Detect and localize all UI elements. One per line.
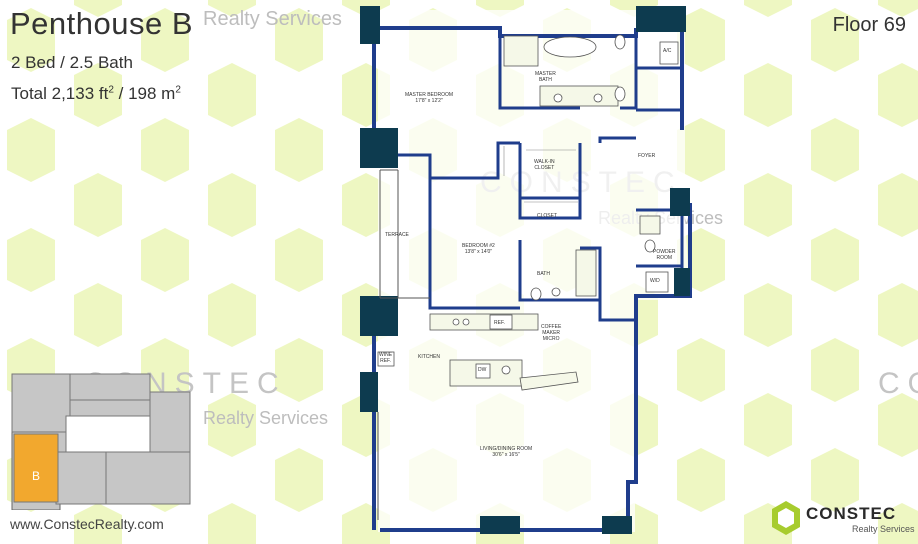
room-dims: 30'6" x 16'5" bbox=[492, 452, 520, 458]
room-label-foyer: FOYER bbox=[638, 153, 656, 159]
keyplan-unit-d bbox=[149, 391, 191, 453]
room-name: WINE bbox=[379, 352, 393, 358]
ac-unit bbox=[659, 41, 679, 65]
room-name: MAKER bbox=[542, 330, 561, 336]
room-name: POWDER bbox=[653, 249, 676, 255]
column bbox=[360, 128, 398, 168]
room-name: REF. bbox=[380, 358, 391, 364]
room-name: WALK-IN bbox=[534, 159, 555, 165]
watermark-brand: CONSTEC bbox=[878, 367, 918, 400]
sup-2: 2 bbox=[108, 84, 114, 96]
kitchen-counter bbox=[429, 313, 539, 331]
wall-bath-right bbox=[620, 36, 638, 110]
room-dims: 13'8" x 14'0" bbox=[464, 249, 493, 255]
room-label-kitchen: KITCHEN bbox=[418, 354, 440, 360]
washer-dryer bbox=[645, 271, 669, 293]
keyplan-unit-e bbox=[105, 451, 191, 505]
unit-title: Penthouse B bbox=[10, 6, 194, 41]
room-label-ac: A/C bbox=[663, 48, 672, 54]
column bbox=[674, 268, 690, 296]
room-name: BEDROOM #2 bbox=[462, 243, 495, 249]
room-name: CLOSET bbox=[534, 165, 555, 171]
keyplan-unit-a bbox=[11, 373, 71, 433]
room-label-dw: DW bbox=[478, 367, 487, 373]
toilet bbox=[530, 287, 542, 301]
toilet bbox=[644, 239, 656, 253]
column bbox=[360, 296, 398, 336]
total-area: Total 2,133 ft2 / 198 m2 bbox=[11, 84, 181, 104]
logo-hexagon-icon bbox=[772, 501, 800, 535]
kitchen-sink bbox=[501, 365, 511, 375]
logo-name: CONSTEC bbox=[806, 504, 897, 523]
constec-logo: CONSTEC Realty Services bbox=[770, 498, 916, 540]
powder-vanity bbox=[639, 215, 661, 235]
total-area-m: / 198 m bbox=[113, 84, 176, 103]
keyplan-unit-b-label: B bbox=[32, 469, 40, 483]
website-url[interactable]: www.ConstecRealty.com bbox=[10, 516, 164, 532]
keyplan-unit-b-highlight bbox=[13, 433, 59, 503]
wall-bed2-right bbox=[598, 136, 636, 143]
wall-kitchen bbox=[598, 300, 636, 322]
room-dims: 17'8" x 12'2" bbox=[415, 98, 443, 104]
total-area-ft: Total 2,133 ft bbox=[11, 84, 109, 103]
dishwasher bbox=[475, 363, 491, 379]
wall-bath-left bbox=[498, 36, 580, 110]
room-name: MASTER bbox=[535, 71, 556, 77]
toilet bbox=[614, 34, 626, 50]
sink bbox=[593, 93, 603, 103]
cooktop-burner bbox=[452, 318, 460, 326]
beds-baths: 2 Bed / 2.5 Bath bbox=[11, 53, 133, 72]
toilet bbox=[614, 86, 626, 102]
watermark-tagline: Realty Services bbox=[203, 408, 329, 428]
key-plan: B bbox=[11, 373, 191, 510]
refrigerator bbox=[489, 314, 513, 330]
room-label-closet: CLOSET bbox=[537, 213, 558, 219]
column bbox=[360, 372, 378, 412]
room-name: COFFEE bbox=[541, 324, 562, 330]
column bbox=[480, 516, 520, 534]
keyplan-unit-f bbox=[55, 451, 107, 505]
shower bbox=[575, 249, 597, 297]
vanity bbox=[539, 85, 619, 107]
room-name: LIVING/DINING ROOM bbox=[480, 446, 533, 452]
room-name: MICRO bbox=[542, 336, 560, 342]
sup-2: 2 bbox=[175, 84, 181, 96]
cooktop-burner bbox=[462, 318, 470, 326]
shower bbox=[503, 35, 539, 67]
room-name: BATH bbox=[538, 77, 552, 83]
room-label-bath: BATH bbox=[537, 271, 550, 277]
column bbox=[602, 516, 632, 534]
room-label-wd: W/D bbox=[650, 278, 660, 284]
sink bbox=[553, 93, 563, 103]
wall-bed2-left bbox=[428, 178, 520, 310]
column bbox=[670, 188, 690, 216]
room-name: MASTER BEDROOM bbox=[405, 92, 454, 98]
keyplan-unit-c bbox=[69, 373, 151, 401]
bathtub bbox=[543, 36, 597, 58]
bar-counter bbox=[519, 371, 579, 391]
floor-area bbox=[360, 10, 690, 532]
room-label-ref: REF. bbox=[494, 320, 505, 326]
wall-walkin bbox=[518, 143, 582, 220]
logo-sub: Realty Services bbox=[852, 524, 915, 534]
floor-number: Floor 69 bbox=[832, 14, 906, 36]
wine-fridge bbox=[377, 351, 395, 367]
column bbox=[636, 6, 686, 32]
sink bbox=[551, 287, 561, 297]
room-label-terrace: TERRACE bbox=[385, 232, 409, 238]
room-name: ROOM bbox=[656, 255, 673, 261]
watermark-tagline: Realty Services bbox=[203, 8, 342, 30]
wall-master-bottom bbox=[398, 141, 520, 180]
keyplan-core bbox=[65, 415, 151, 453]
column bbox=[360, 6, 380, 44]
